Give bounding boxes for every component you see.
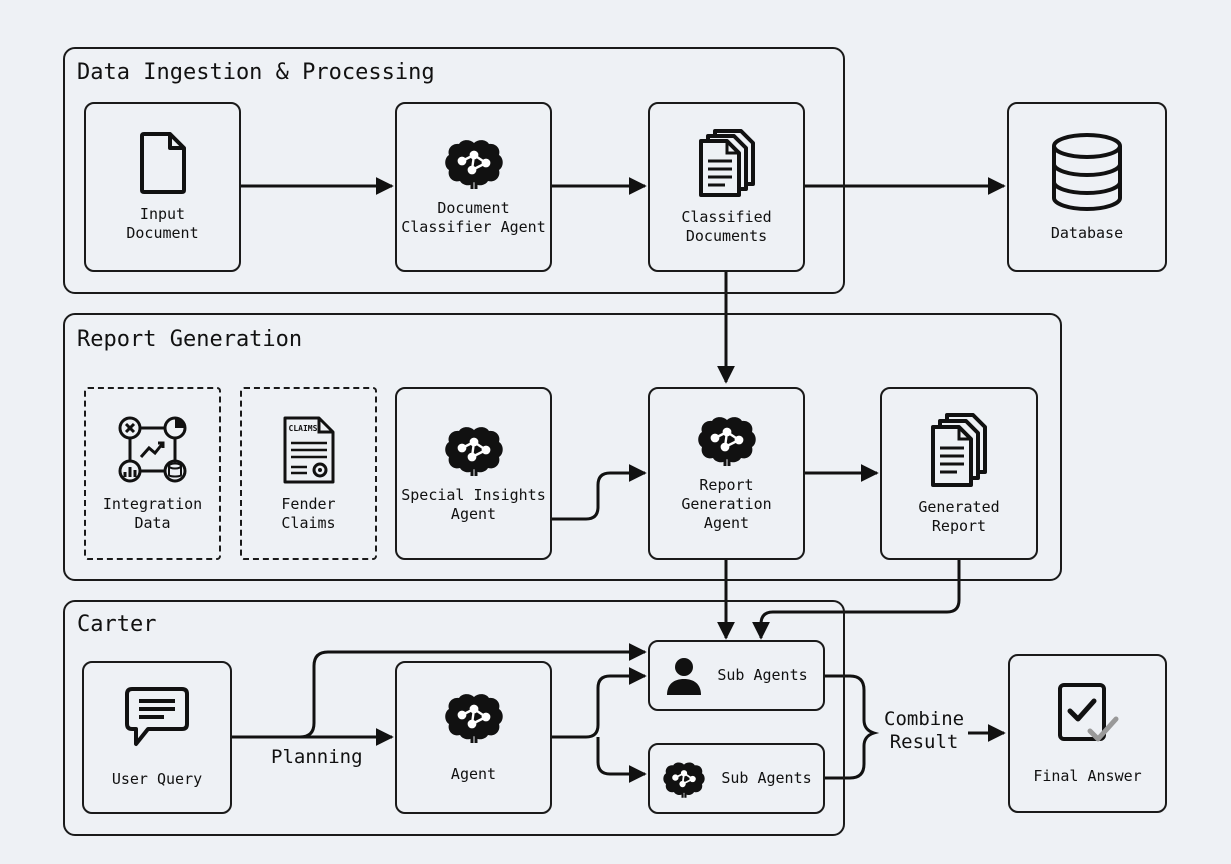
group-data-ingestion [63, 47, 845, 294]
document-icon [138, 131, 188, 195]
arrow-generated-to-subagents [752, 560, 961, 640]
label-sub-agents-person: Sub Agents [717, 666, 808, 684]
arrow-agent-to-subagents-brain [596, 737, 647, 783]
node-sub-agents-brain[interactable]: Sub Agents [648, 743, 825, 814]
node-sub-agents-person[interactable]: Sub Agents [648, 640, 825, 711]
group-report-generation [63, 313, 1062, 581]
node-fender-claims[interactable]: CLAIMS Fender Claims [240, 387, 377, 560]
label-agent: Agent [450, 765, 497, 783]
checked-clipboard-icon [1056, 681, 1120, 745]
group-title-data-ingestion: Data Ingestion & Processing [77, 60, 435, 85]
brain-network-icon [442, 137, 506, 189]
node-generated-report[interactable]: Generated Report [880, 387, 1038, 560]
arrow-userquery-to-subagents [299, 643, 647, 739]
label-fender-claims: Fender Claims [281, 494, 336, 532]
brain-network-icon [661, 760, 707, 798]
claims-document-caption: CLAIMS [288, 423, 318, 433]
claims-document-icon: CLAIMS [281, 415, 337, 485]
node-integration-data[interactable]: Integration Data [84, 387, 221, 560]
group-title-report-generation: Report Generation [77, 327, 303, 352]
label-sub-agents-brain: Sub Agents [721, 769, 812, 787]
node-agent[interactable]: Agent [395, 661, 552, 814]
arrow-insights-to-report-agent [552, 464, 647, 521]
edge-label-combine-result: Combine Result [884, 708, 965, 753]
node-database[interactable]: Database [1007, 102, 1167, 272]
label-input-document: Input Document [126, 205, 199, 242]
brain-network-icon [695, 414, 759, 466]
label-database: Database [1050, 223, 1124, 242]
group-carter [63, 600, 845, 836]
brain-network-icon [442, 424, 506, 476]
database-cylinder-icon [1049, 132, 1125, 214]
node-special-insights-agent[interactable]: Special Insights Agent [395, 387, 552, 560]
label-document-classifier-agent: Document Classifier Agent [401, 199, 546, 236]
label-special-insights-agent: Special Insights Agent [401, 485, 546, 523]
label-final-answer: Final Answer [1033, 767, 1142, 785]
combine-brace [825, 674, 880, 780]
node-classified-documents[interactable]: Classified Documents [648, 102, 805, 272]
chat-bubble-icon [124, 686, 190, 748]
brain-network-icon [442, 691, 506, 743]
label-report-generation-agent: Report Generation Agent [681, 476, 772, 532]
arrow-agent-to-subagents-person [552, 667, 647, 739]
edge-label-planning: Planning [271, 746, 363, 768]
label-integration-data: Integration Data [102, 494, 203, 532]
label-user-query: User Query [111, 770, 203, 788]
node-input-document[interactable]: Input Document [84, 102, 241, 272]
node-report-generation-agent[interactable]: Report Generation Agent [648, 387, 805, 560]
label-generated-report: Generated Report [918, 497, 1000, 535]
stacked-documents-icon [695, 128, 759, 198]
person-icon [665, 656, 703, 696]
label-classified-documents: Classified Documents [681, 208, 772, 245]
node-final-answer[interactable]: Final Answer [1008, 654, 1167, 813]
integration-grid-icon [117, 415, 189, 485]
node-document-classifier-agent[interactable]: Document Classifier Agent [395, 102, 552, 272]
stacked-documents-icon [927, 412, 991, 488]
node-user-query[interactable]: User Query [82, 661, 232, 814]
group-title-carter: Carter [77, 612, 157, 637]
